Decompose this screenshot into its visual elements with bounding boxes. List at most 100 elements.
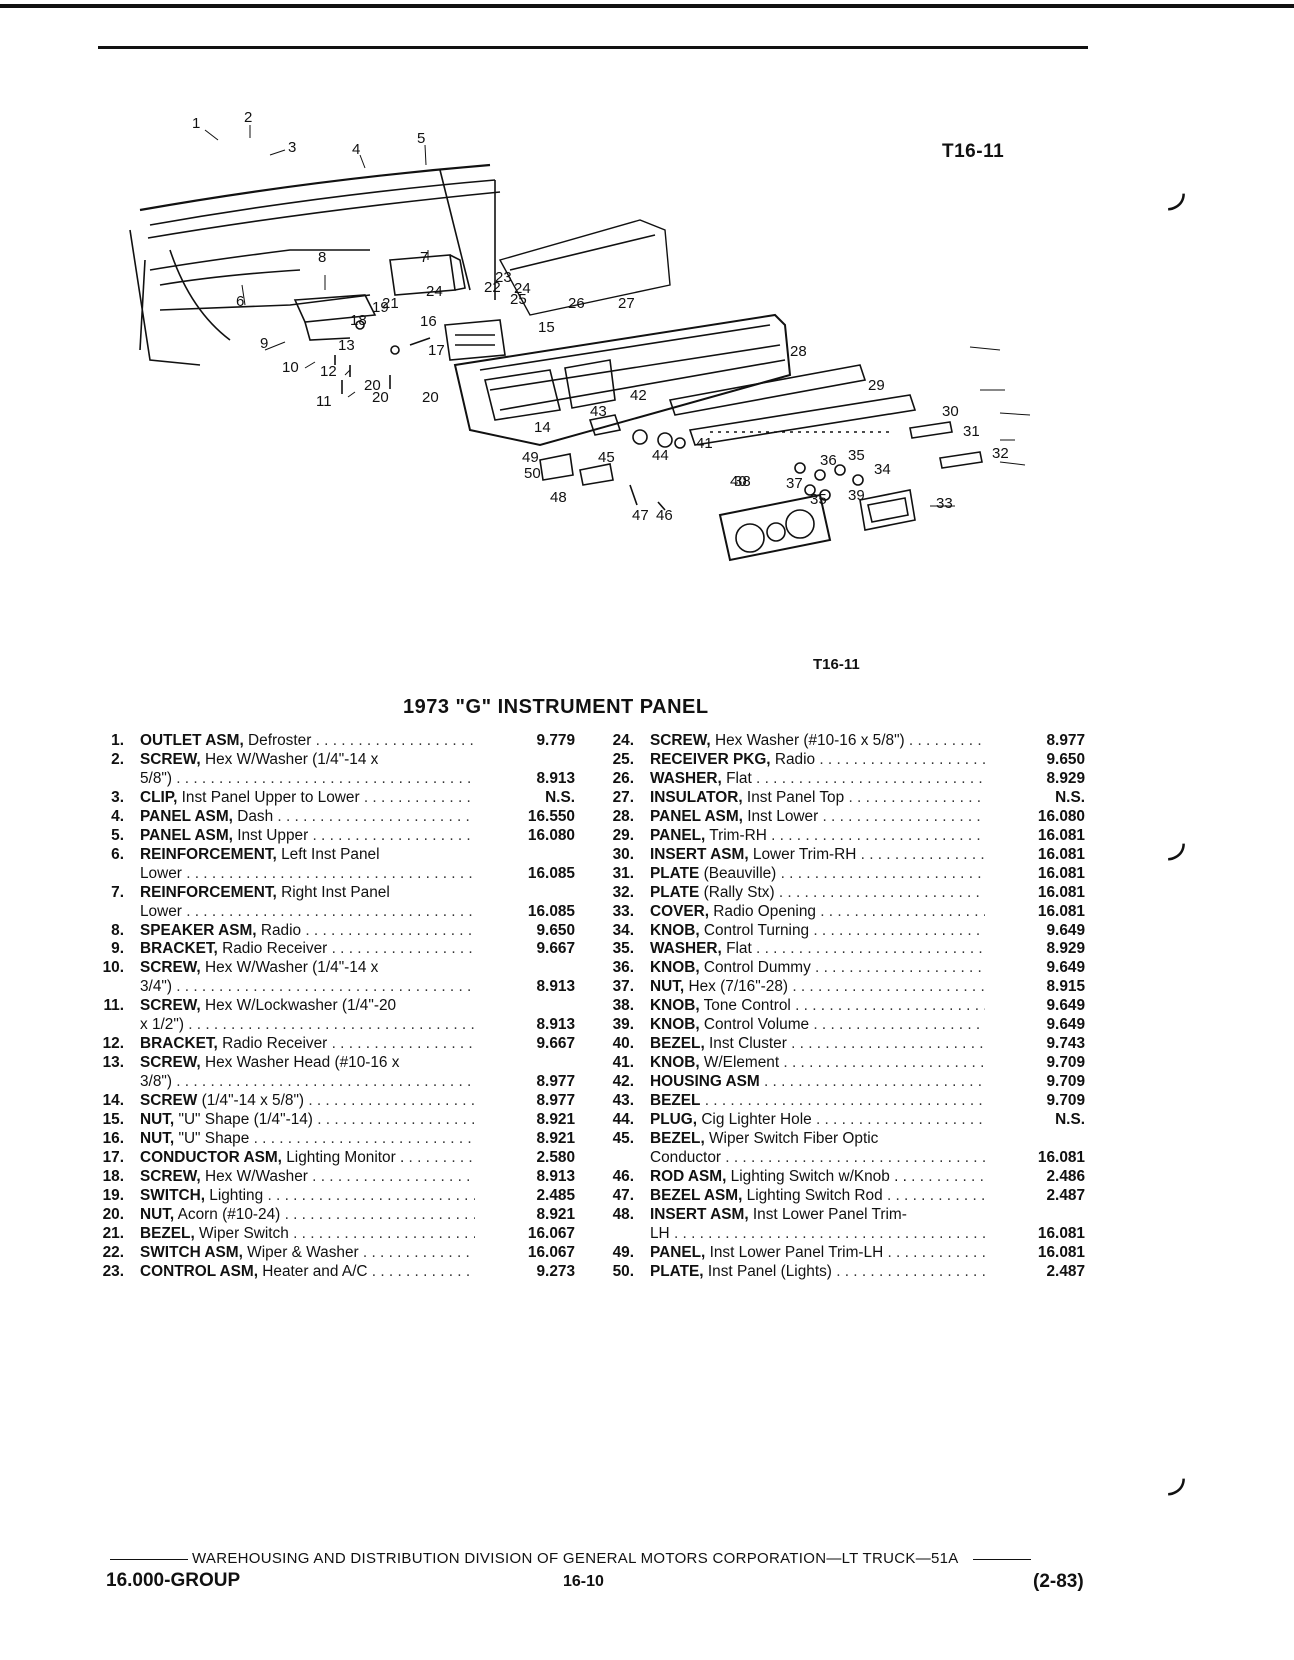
catalog-number: 8.929: [1046, 940, 1085, 958]
part-description-text: Defroster: [248, 732, 312, 749]
part-number: 25.: [612, 750, 634, 768]
part-description-text: Lower: [140, 902, 182, 920]
part-description: NUT, Acorn (#10-24): [124, 1206, 475, 1225]
part-description-text: Inst Panel Upper to Lower: [181, 788, 360, 806]
catalog-number: 16.081: [1037, 1243, 1085, 1261]
catalog-number: [985, 1206, 1085, 1225]
part-name: SPEAKER ASM,: [140, 921, 257, 939]
parts-list-row: 18.SCREW, Hex W/Washer8.913: [98, 1168, 575, 1187]
catalog-number: 9.709: [1046, 1054, 1085, 1072]
parts-list-row: 15.NUT, "U" Shape (1/4"-14)8.921: [98, 1111, 575, 1130]
diagram-callout: 46: [656, 507, 673, 524]
part-description-text: Wiper Switch: [199, 1224, 289, 1242]
part-name: PLATE,: [650, 1262, 704, 1280]
footer-group: 16.000-GROUP: [106, 1570, 241, 1591]
catalog-number: 8.913: [536, 769, 575, 787]
part-description: SPEAKER ASM, Radio: [124, 922, 475, 941]
parts-list-row: 47.BEZEL ASM, Lighting Switch Rod2.487: [608, 1187, 1085, 1206]
parts-list-row: 31.PLATE (Beauville)16.081: [608, 865, 1085, 884]
catalog-number: N.S.: [545, 788, 575, 806]
parts-list-row: 49.PANEL, Inst Lower Panel Trim-LH16.081: [608, 1244, 1085, 1263]
parts-list-row: 9.BRACKET, Radio Receiver9.667: [98, 940, 575, 959]
part-number: 37.: [612, 978, 634, 996]
catalog-number: 8.921: [536, 1130, 575, 1148]
diagram-callout: 14: [534, 419, 551, 436]
part-description-text: Lighting Switch Rod: [746, 1186, 883, 1204]
diagram-callout: 36: [820, 452, 837, 469]
part-description-text: Cig Lighter Hole: [701, 1111, 812, 1129]
part-description: KNOB, Tone Control: [634, 997, 985, 1016]
figure-caption-code: T16-11: [813, 656, 860, 673]
part-number: 9.: [111, 940, 124, 958]
part-number: 19.: [102, 1186, 124, 1204]
part-description: INSERT ASM, Inst Lower Panel Trim-: [634, 1206, 985, 1225]
part-description-text: Dash: [237, 807, 274, 825]
catalog-number: 9.779: [536, 732, 575, 749]
parts-list-row: 17.CONDUCTOR ASM, Lighting Monitor .2.58…: [98, 1149, 575, 1168]
part-name: PANEL ASM,: [650, 807, 743, 825]
part-description-text: "U" Shape: [178, 1130, 250, 1148]
part-description: PANEL, Trim-RH: [634, 827, 985, 846]
part-description-text: 5/8"): [140, 769, 172, 787]
parts-list-row: 30.INSERT ASM, Lower Trim-RH16.081: [608, 846, 1085, 865]
diagram-callout: 23: [495, 269, 512, 286]
parts-list-row: Lower16.085: [98, 903, 575, 922]
part-description-text: Flat: [726, 769, 752, 787]
diagram-callout: 18: [350, 312, 367, 329]
diagram-callout: 48: [550, 489, 567, 506]
diagram-callout: 8: [318, 249, 326, 266]
part-name: BEZEL,: [140, 1224, 195, 1242]
part-description-text: Lighting: [209, 1186, 264, 1204]
parts-list-row: 50.PLATE, Inst Panel (Lights)2.487: [608, 1263, 1085, 1282]
part-number: 5.: [111, 826, 124, 844]
part-name: PANEL ASM,: [140, 807, 233, 825]
part-number: 22.: [102, 1243, 124, 1261]
part-description: COVER, Radio Opening: [634, 903, 985, 922]
diagram-callout: 42: [630, 387, 647, 404]
part-name: KNOB,: [650, 1054, 700, 1072]
catalog-number: 16.085: [527, 864, 575, 882]
part-description-text: Flat: [726, 940, 752, 958]
catalog-number: 16.080: [1037, 807, 1085, 825]
binder-mark: ◞: [1168, 166, 1186, 215]
part-name: INSERT ASM,: [650, 1205, 749, 1223]
part-number: 48.: [612, 1205, 634, 1223]
diagram-callout: 4: [352, 141, 360, 158]
parts-list-row: 10.SCREW, Hex W/Washer (1/4"-14 x: [98, 959, 575, 978]
parts-list-row: 32.PLATE (Rally Stx)16.081: [608, 884, 1085, 903]
part-description: BEZEL, Wiper Switch: [124, 1225, 475, 1244]
part-name: SCREW,: [140, 750, 201, 768]
diagram-callout: 25: [510, 291, 527, 308]
catalog-number: 16.067: [527, 1243, 575, 1261]
part-description: SCREW (1/4"-14 x 5/8"): [124, 1092, 475, 1111]
diagram-callout: 35: [848, 447, 865, 464]
part-description: SWITCH, Lighting: [124, 1187, 475, 1206]
catalog-number: 2.485: [536, 1186, 575, 1204]
catalog-number: 16.081: [1037, 1148, 1085, 1166]
catalog-number: 9.649: [1046, 1016, 1085, 1034]
part-name: INSULATOR,: [650, 788, 743, 806]
part-description-text: Inst Cluster: [709, 1035, 787, 1053]
part-description-text: Radio Receiver: [222, 1035, 328, 1053]
part-description: 3/4"): [124, 978, 475, 997]
diagram-callout: 33: [936, 495, 953, 512]
parts-list-row: 21.BEZEL, Wiper Switch16.067: [98, 1225, 575, 1244]
part-number: 13.: [102, 1054, 124, 1072]
parts-list-row: 23.CONTROL ASM, Heater and A/C9.273: [98, 1263, 575, 1282]
part-number: 45.: [612, 1130, 634, 1148]
diagram-callout: 11: [316, 393, 332, 410]
part-number: 3.: [111, 788, 124, 806]
parts-list-row: 37.NUT, Hex (7/16"-28)8.915: [608, 978, 1085, 997]
parts-list-row: 3/4")8.913: [98, 978, 575, 997]
part-name: SCREW,: [140, 997, 201, 1015]
diagram-callout: 22: [484, 279, 501, 296]
parts-list-row: 3/8")8.977: [98, 1073, 575, 1092]
parts-list-row: 35.WASHER, Flat8.929: [608, 940, 1085, 959]
part-description-text: Hex W/Washer (1/4"-14 x: [205, 750, 379, 768]
part-name: SCREW,: [140, 1167, 201, 1185]
part-description-text: Control Volume: [703, 1016, 810, 1034]
catalog-number: 9.650: [536, 921, 575, 939]
catalog-number: [475, 1054, 575, 1073]
part-description: PANEL, Inst Lower Panel Trim-LH: [634, 1244, 985, 1263]
part-description: INSERT ASM, Lower Trim-RH: [634, 846, 985, 865]
